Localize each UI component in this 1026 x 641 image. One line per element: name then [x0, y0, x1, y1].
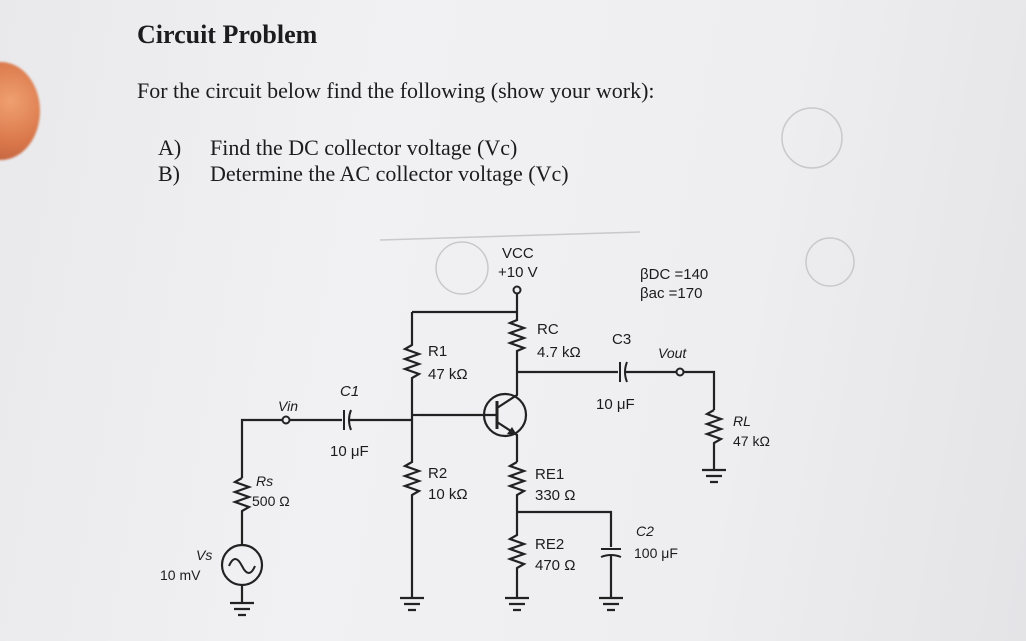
instructions: For the circuit below find the following…: [137, 78, 655, 103]
beta-dc-label: βDC =140: [640, 266, 708, 283]
rc-name: RC: [537, 321, 559, 338]
c2-value: 100 μF: [634, 545, 678, 561]
vin-label: Vin: [278, 398, 298, 414]
r1-value: 47 kΩ: [428, 366, 468, 383]
re2-name: RE2: [535, 536, 564, 553]
resistor-rc: RC 4.7 kΩ: [506, 312, 581, 372]
vs-value: 10 mV: [160, 567, 201, 583]
vcc-supply: VCC +10 V: [498, 245, 538, 295]
task-b: B) Determine the AC collector voltage (V…: [158, 161, 569, 187]
vout-label: Vout: [658, 345, 687, 361]
resistor-r1: R1 47 kΩ: [401, 312, 468, 415]
rs-value: 500 Ω: [252, 493, 290, 509]
resistor-rs: Rs 500 Ω: [231, 473, 290, 545]
rs-name: Rs: [256, 473, 273, 489]
c1-name: C1: [340, 383, 359, 400]
task-text: Determine the AC collector voltage (Vc): [210, 161, 569, 186]
beta-ac-label: βac =170: [640, 285, 702, 302]
c3-name: C3: [612, 331, 631, 348]
capacitor-c2: C2 100 μF: [599, 523, 678, 612]
vcc-value: +10 V: [498, 264, 538, 281]
resistor-rl: RL 47 kΩ: [702, 409, 770, 484]
r2-value: 10 kΩ: [428, 486, 468, 503]
vcc-terminal: [512, 285, 522, 295]
c2-name: C2: [636, 523, 654, 539]
re2-value: 470 Ω: [535, 557, 575, 574]
capacitor-c3: C3 10 μF: [596, 331, 635, 413]
task-a: A) Find the DC collector voltage (Vc): [158, 135, 569, 161]
c3-value: 10 μF: [596, 396, 635, 413]
rc-value: 4.7 kΩ: [537, 344, 581, 361]
bleed-through-marks: [379, 107, 855, 295]
r2-name: R2: [428, 465, 447, 482]
r1-name: R1: [428, 343, 447, 360]
re1-value: 330 Ω: [535, 487, 575, 504]
rl-value: 47 kΩ: [733, 433, 770, 449]
c1-value: 10 μF: [330, 443, 369, 460]
vout-terminal: [675, 367, 685, 377]
capacitor-c1: C1 10 μF: [290, 383, 412, 460]
page-title: Circuit Problem: [137, 20, 318, 49]
task-text: Find the DC collector voltage (Vc): [210, 135, 518, 160]
task-letter: B): [158, 161, 180, 186]
resistor-re1: RE1 330 Ω: [506, 461, 575, 512]
resistor-r2: R2 10 kΩ: [400, 415, 468, 612]
ac-source-vs: Vs 10 mV: [160, 543, 264, 617]
task-letter: A): [158, 135, 182, 160]
rl-name: RL: [733, 413, 751, 429]
task-list: A) Find the DC collector voltage (Vc) B)…: [158, 135, 569, 187]
vs-name: Vs: [196, 547, 212, 563]
re1-name: RE1: [535, 466, 564, 483]
vin-terminal: [281, 415, 291, 425]
bjt-transistor: [420, 372, 528, 462]
resistor-re2: RE2 470 Ω: [505, 512, 575, 612]
vcc-label: VCC: [502, 245, 534, 262]
